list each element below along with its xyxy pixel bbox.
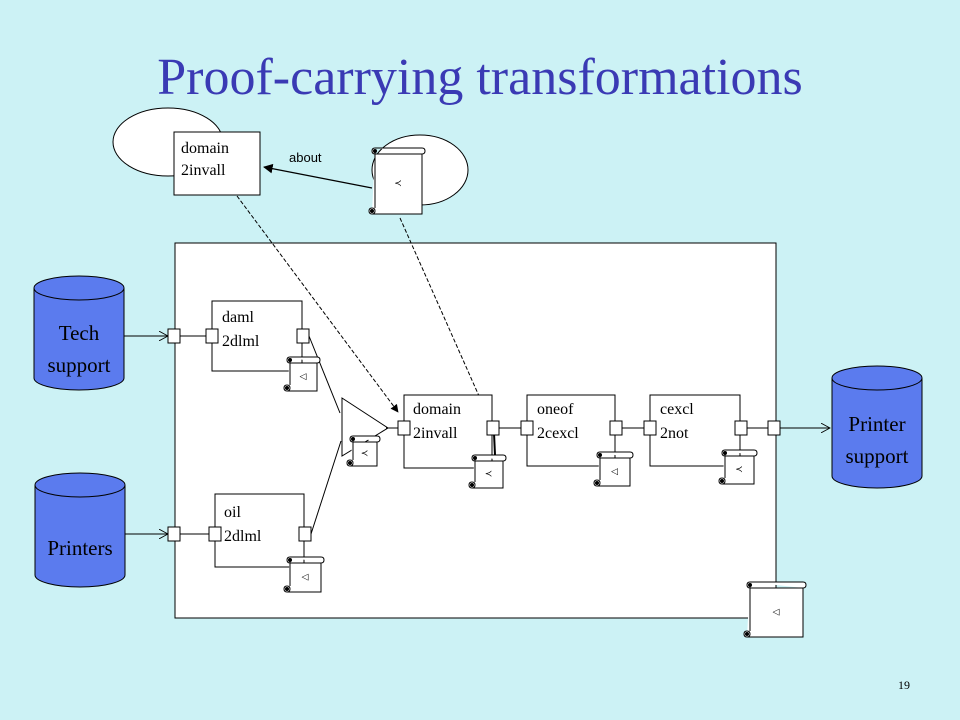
link-oil-to-merge — [310, 440, 342, 535]
port-in-tech — [167, 328, 181, 344]
module-cexcl-line2: 2not — [660, 425, 689, 442]
tech-support-line1: Tech — [58, 321, 100, 345]
proof-scroll-icon-merge: ≺ — [346, 435, 381, 467]
printer-support-line1: Printer — [848, 412, 906, 436]
module-oneof-line2: 2cexcl — [537, 425, 579, 442]
dashed-link-domain — [236, 195, 399, 413]
printers-label: Printers — [47, 536, 113, 560]
proof-scroll-icon-output: ◁ — [743, 581, 807, 638]
database-printers — [34, 472, 126, 588]
proof-scroll-icon-domain: ≺ — [468, 454, 507, 489]
port-daml-in — [205, 328, 219, 344]
proof-scroll-glyph: ≺ — [394, 179, 402, 189]
database-printer-support — [831, 365, 923, 489]
module-box-oil — [214, 493, 305, 568]
proof-scroll-glyph: ≺ — [735, 465, 743, 475]
port-in-printers — [167, 526, 181, 542]
proof-scroll-glyph: ◁ — [302, 573, 309, 583]
proof-scroll-icon-top: ≺ — [368, 147, 426, 215]
proof-scroll-icon-oneof: ◁ — [593, 451, 634, 487]
page-number: 19 — [898, 678, 910, 692]
top-module-line2: 2invall — [181, 162, 226, 179]
proof-scroll-glyph: ≺ — [361, 449, 369, 459]
proof-scroll-glyph: ◁ — [773, 608, 780, 618]
printer-support-line2: support — [845, 444, 909, 468]
proof-scroll-icon-cexcl: ≺ — [718, 449, 758, 485]
port-domain-in — [397, 420, 411, 436]
link-daml-to-merge — [308, 335, 341, 414]
port-daml-out — [296, 328, 310, 344]
module-daml-line1: daml — [222, 309, 254, 326]
database-tech-support — [33, 275, 125, 391]
port-oil-in — [208, 526, 222, 542]
port-oneof-in — [520, 420, 534, 436]
proof-scroll-glyph: ◁ — [611, 467, 618, 477]
proof-scroll-icon-daml: ◁ — [283, 356, 321, 392]
module-domain-line1: domain — [413, 401, 461, 418]
port-domain-out — [486, 420, 500, 436]
module-oil-line1: oil — [224, 504, 241, 521]
slide-title: Proof-carrying transformations — [157, 49, 803, 106]
module-box-domain — [403, 394, 493, 469]
port-cexcl-in — [643, 420, 657, 436]
dashed-link-proof — [399, 217, 492, 424]
port-cexcl-out — [734, 420, 748, 436]
port-oneof-out — [609, 420, 623, 436]
proof-scroll-glyph: ◁ — [300, 372, 307, 382]
top-module-line1: domain — [181, 140, 229, 157]
proof-scroll-icon-oil: ◁ — [283, 556, 325, 593]
tech-support-line2: support — [47, 353, 111, 377]
module-cexcl-line1: cexcl — [660, 401, 694, 418]
proof-scrolls: ≺ ◁ ◁ ≺ ≺ ◁ ≺ ◁ — [283, 147, 807, 638]
module-domain-line2: 2invall — [413, 425, 458, 442]
module-oneof-line1: oneof — [537, 401, 574, 418]
about-label: about — [289, 150, 322, 165]
port-oil-out — [298, 526, 312, 542]
proof-scroll-glyph: ≺ — [485, 470, 493, 480]
link-domain-proof — [493, 432, 496, 456]
about-arrow — [263, 163, 373, 189]
module-daml-line2: 2dlml — [222, 333, 260, 350]
top-module-box — [173, 131, 261, 196]
port-out — [767, 420, 781, 436]
module-oil-line2: 2dlml — [224, 528, 262, 545]
